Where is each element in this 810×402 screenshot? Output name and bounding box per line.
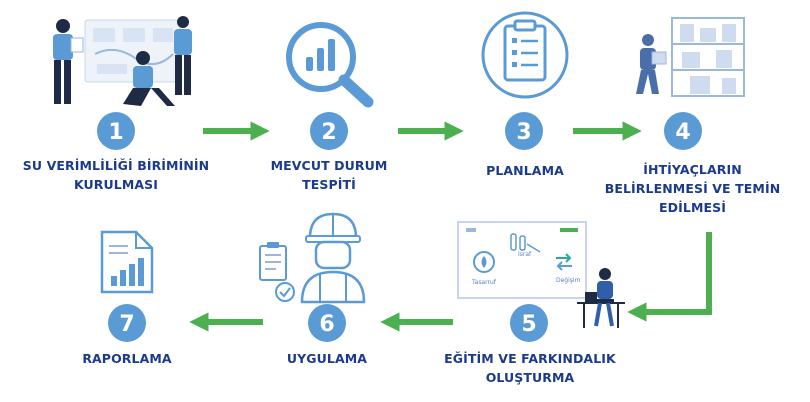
worker-checklist-icon <box>259 212 366 304</box>
step-label-6: UYGULAMA <box>286 351 368 366</box>
report-chart-icon <box>100 230 154 294</box>
step-number-4: 4 <box>675 120 690 145</box>
step-label-3: PLANLAMA <box>486 163 564 178</box>
step-number-1: 1 <box>108 120 123 145</box>
step-label-7: RAPORLAMA <box>82 351 172 366</box>
step-circle-4: 4 <box>664 112 702 150</box>
clipboard-icon <box>481 11 569 99</box>
screen-label-2: Israf <box>518 251 532 258</box>
step-number-3: 3 <box>516 120 531 145</box>
step-number-2: 2 <box>321 120 336 145</box>
step-circle-2: 2 <box>310 112 348 150</box>
step-number-6: 6 <box>319 312 334 337</box>
step-circle-5: 5 <box>510 304 548 342</box>
step-number-5: 5 <box>521 312 536 337</box>
step-circle-1: 1 <box>97 112 135 150</box>
flow-arrows <box>189 121 712 332</box>
step-circles: 1 2 3 4 5 6 7 <box>97 112 702 342</box>
step-number-7: 7 <box>119 312 134 337</box>
screen-label-1: Tasarruf <box>471 279 497 286</box>
presentation-screen-icon: Tasarruf Israf Değişim <box>457 221 625 328</box>
step-circle-3: 3 <box>505 112 543 150</box>
arrow-4-to-5 <box>627 232 712 322</box>
step-circle-6: 6 <box>308 304 346 342</box>
screen-label-3: Değişim <box>556 277 581 284</box>
magnifier-chart-icon <box>286 22 374 108</box>
step-circle-7: 7 <box>108 304 146 342</box>
warehouse-worker-icon <box>636 17 745 97</box>
team-planning-icon <box>53 16 192 106</box>
